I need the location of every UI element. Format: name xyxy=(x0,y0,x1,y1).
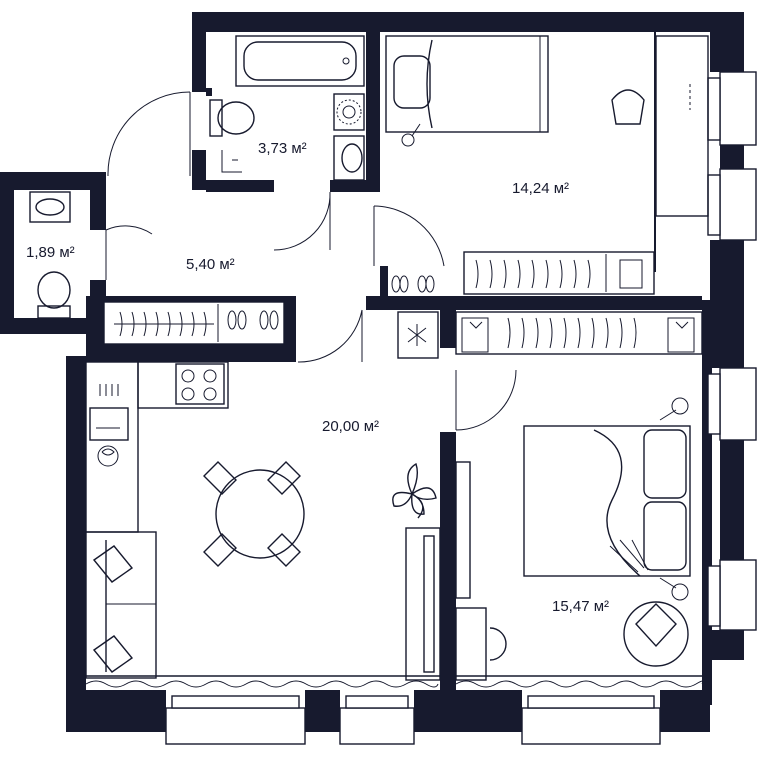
area-label-bedroom-large: 15,47 м² xyxy=(552,598,610,615)
toilet-bathroom xyxy=(209,99,255,173)
plant xyxy=(392,462,437,519)
doors xyxy=(105,91,517,431)
tv-unit xyxy=(405,461,471,681)
sofa xyxy=(85,531,157,679)
area-label-toilet: 1,89 м² xyxy=(26,244,75,261)
hall-wardrobe xyxy=(114,304,279,342)
ventilation-shaft xyxy=(397,311,439,359)
area-label-bathroom: 3,73 м² xyxy=(258,140,307,157)
area-label-living-kitchen: 20,00 м² xyxy=(322,418,380,435)
curtain-bedroom xyxy=(455,680,704,688)
area-label-bedroom-small: 14,24 м² xyxy=(512,180,570,197)
dining-table xyxy=(203,461,305,567)
armchair xyxy=(623,601,689,667)
toilet-small xyxy=(37,271,71,319)
curtain-living xyxy=(85,680,439,688)
sink-toilet-room xyxy=(29,191,71,223)
wardrobe-bedroom-small xyxy=(391,251,655,295)
kitchen-counter xyxy=(85,361,229,533)
windows xyxy=(165,71,757,745)
dresser xyxy=(455,607,507,681)
bed-single xyxy=(385,35,549,133)
sink-bathroom xyxy=(333,135,365,181)
washing-machine xyxy=(333,93,365,131)
walls xyxy=(0,12,744,732)
bed-double xyxy=(523,397,691,601)
wardrobe-bedroom-large xyxy=(455,311,703,355)
desk-lamp xyxy=(401,123,421,147)
desk xyxy=(611,35,709,217)
area-label-hallway: 5,40 м² xyxy=(186,256,235,273)
bathtub xyxy=(235,35,365,87)
